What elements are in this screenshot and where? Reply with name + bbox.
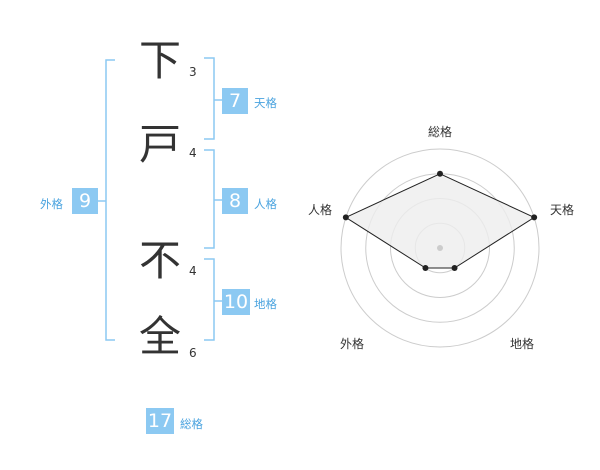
jinkaku-bracket [204, 149, 215, 249]
stroke-count-3: 4 [189, 264, 197, 278]
name-char-4: 全 [138, 312, 181, 361]
radar-label-gaikaku: 外格 [340, 337, 365, 351]
jinkaku-value: 8 [222, 188, 248, 214]
radar-grid-ring [340, 148, 540, 348]
name-char-2: 戸 [138, 120, 181, 169]
radar-point-soukaku [437, 170, 443, 177]
stroke-count-2: 4 [189, 146, 197, 160]
chikaku-value: 10 [222, 289, 250, 315]
tenkaku-bracket [204, 57, 215, 140]
radar-label-chikaku: 地格 [510, 337, 535, 351]
soukaku-label: 総格 [180, 417, 203, 431]
radar-center-dot [437, 245, 443, 251]
tenkaku-label: 天格 [254, 96, 277, 110]
gaikaku-bracket [105, 59, 115, 341]
radar-score-area [344, 173, 536, 269]
radar-label-jinkaku: 人格 [308, 203, 333, 217]
chikaku-bracket [204, 258, 215, 341]
tenkaku-value: 7 [222, 88, 248, 114]
gaikaku-label: 外格 [40, 197, 63, 211]
radar-label-soukaku: 総格 [428, 125, 453, 139]
radar-points [342, 170, 538, 272]
soukaku-value: 17 [146, 408, 174, 434]
gaikaku-value: 9 [72, 188, 98, 214]
radar-point-gaikaku [422, 265, 429, 272]
stroke-count-1: 3 [189, 65, 197, 79]
radar-point-tenkaku [531, 214, 538, 221]
jinkaku-label: 人格 [254, 197, 277, 211]
name-char-1: 下 [138, 36, 181, 85]
stroke-count-4: 6 [189, 346, 197, 360]
chikaku-label: 地格 [254, 297, 277, 311]
name-char-3: 不 [138, 236, 181, 285]
radar-point-chikaku [451, 265, 458, 272]
radar-point-jinkaku [342, 214, 349, 221]
radar-label-tenkaku: 天格 [550, 203, 575, 217]
